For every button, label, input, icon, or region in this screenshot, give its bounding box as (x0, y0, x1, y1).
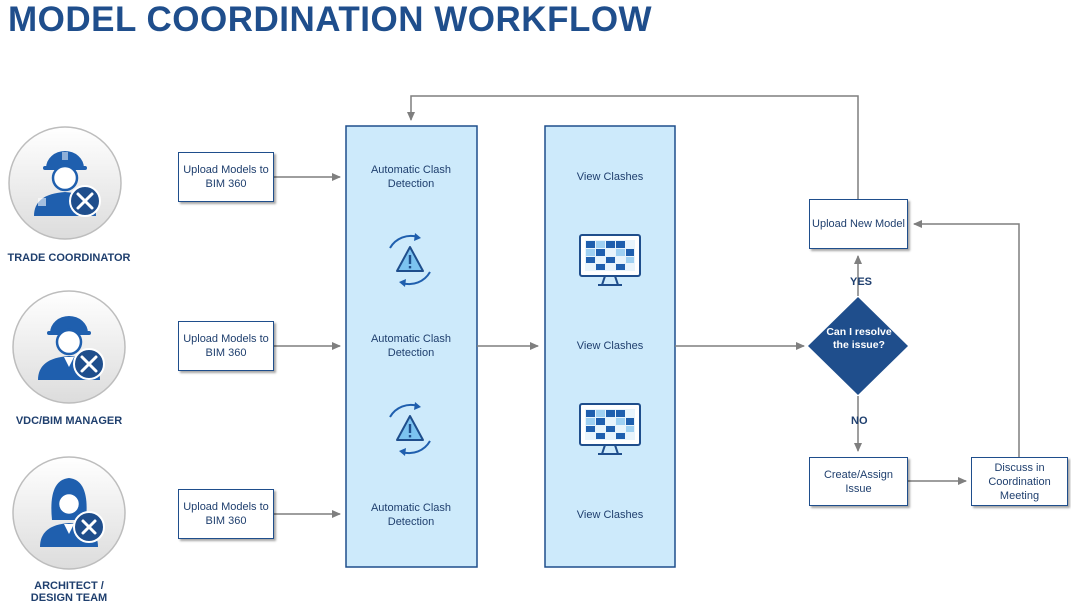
tools-badge-icon (69, 185, 101, 217)
clash-detection-label: Automatic Clash Detection (370, 164, 452, 190)
monitor-clash-grid-icon (579, 234, 641, 286)
actor-label-vdc-bim-manager: VDC/BIM MANAGER (15, 415, 123, 427)
clash-warning-icon (389, 233, 431, 287)
view-clashes-label: View Clashes (576, 171, 644, 183)
discuss-coordination-box: Discuss in Coordination Meeting (971, 457, 1068, 506)
actor-trade-coordinator-avatar (8, 126, 122, 240)
tools-badge-icon (73, 348, 105, 380)
decision-diamond (808, 297, 908, 395)
monitor-clash-grid-icon (579, 403, 641, 455)
create-assign-issue-box: Create/Assign Issue (809, 457, 908, 506)
page-title: MODEL COORDINATION WORKFLOW (8, 0, 653, 39)
upload-models-box: Upload Models to BIM 360 (178, 152, 274, 202)
clash-detection-label: Automatic Clash Detection (370, 333, 452, 359)
close-badge-icon (73, 511, 105, 543)
decision-label: Can I resolve the issue? (826, 326, 892, 351)
clash-detection-panel (345, 125, 478, 568)
decision-no-label: NO (851, 415, 868, 427)
arrow-discuss-to-upload-new (913, 220, 1020, 457)
arrow-upload-new-loop-back (407, 95, 859, 199)
upload-models-box: Upload Models to BIM 360 (178, 321, 274, 371)
view-clashes-label: View Clashes (576, 509, 644, 521)
flow-arrows (274, 95, 1020, 518)
actor-architect-avatar (12, 456, 126, 570)
decision-yes-label: YES (850, 276, 873, 288)
clash-warning-icon (389, 402, 431, 456)
actor-label-architect: ARCHITECT / DESIGN TEAM (30, 580, 108, 604)
view-clashes-label: View Clashes (576, 340, 644, 352)
actor-label-trade-coordinator: TRADE COORDINATOR (7, 252, 131, 264)
upload-models-box: Upload Models to BIM 360 (178, 489, 274, 539)
upload-new-model-box: Upload New Model (809, 199, 908, 249)
actor-vdc-bim-manager-avatar (12, 290, 126, 404)
clash-detection-label: Automatic Clash Detection (370, 502, 452, 528)
view-clashes-panel (544, 125, 676, 568)
